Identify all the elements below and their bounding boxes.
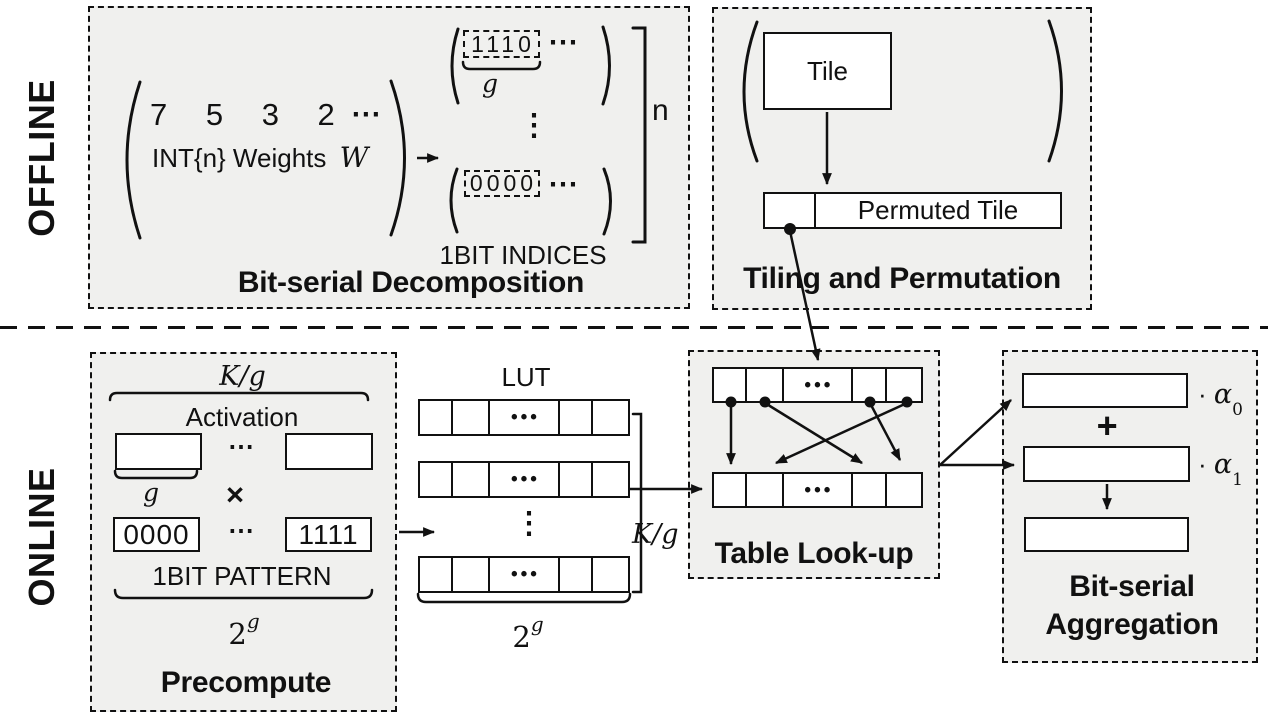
lookup-cell [747, 369, 784, 401]
decomposition-title: Bit-serial Decomposition [237, 266, 585, 299]
pow-exponent: g [246, 608, 260, 633]
lut-underbrace [416, 592, 632, 604]
lut-cell [453, 558, 490, 591]
alpha1-scale-label: · α1 [1198, 449, 1243, 490]
lookup-result-bar: ••• [712, 472, 923, 508]
partial-sum-bar-1 [1023, 446, 1190, 482]
multiply-icon: × [226, 477, 244, 512]
weight-matrix-values: 7 5 3 2 ⋯ [150, 97, 381, 133]
table-lookup-title: Table Look-up [714, 537, 914, 570]
alpha-subscript: 1 [1232, 470, 1243, 491]
bit-index-vector-bottom: 0000 [464, 170, 540, 197]
lookup-cell-ellipsis: ••• [784, 474, 854, 506]
pow-base: 2 [512, 620, 531, 654]
cell-dots-icon: ••• [510, 407, 540, 428]
two-pow-g-label-precompute: 2g [214, 609, 274, 651]
lut-cell-ellipsis: ••• [490, 558, 560, 591]
region-bit-serial-decomposition [88, 6, 690, 309]
aggregated-output-bar [1024, 517, 1189, 552]
cell-dots-icon: ••• [510, 469, 540, 490]
arrow-to-alpha0 [939, 399, 1012, 466]
weight-matrix-caption: INT{n} Weights W [152, 141, 368, 174]
tiling-title: Tiling and Permutation [743, 262, 1061, 295]
precompute-title: Precompute [160, 666, 332, 699]
weights-ellipsis-icon: ⋯ [350, 98, 381, 131]
vector-bottom-ellipsis-icon: ⋯ [548, 168, 578, 201]
vector-vertical-ellipsis-icon: ⋮ [519, 109, 549, 142]
lut-cell [560, 401, 594, 434]
lookup-source-bar: ••• [712, 367, 923, 403]
dot-operator: · [1198, 379, 1207, 409]
pow-exponent: g [530, 611, 544, 636]
lut-cell [560, 558, 594, 591]
aggregation-title-line2: Aggregation [1045, 608, 1219, 641]
lut-vertical-ellipsis-icon: ⋮ [514, 507, 544, 540]
lut-row-1: ••• [418, 399, 630, 436]
activation-label: Activation [185, 402, 299, 432]
lut-cell [560, 463, 594, 496]
lut-cell [453, 401, 490, 434]
lookup-cell [714, 474, 748, 506]
pattern-ellipsis-icon: ⋯ [228, 515, 254, 545]
activation-ellipsis-icon: ⋯ [228, 431, 254, 461]
weights-variable: W [339, 141, 369, 174]
partial-sum-bar-0 [1022, 373, 1188, 408]
activation-segment-left [115, 433, 202, 470]
two-pow-g-label-lut: 2g [498, 612, 558, 654]
activation-segment-right [285, 433, 373, 470]
lut-row-2: ••• [418, 461, 630, 498]
plus-icon: + [1096, 405, 1118, 446]
bit-index-vector-top: 1110 [463, 30, 540, 58]
dot-operator: · [1198, 449, 1207, 479]
pattern-box-low: 0000 [113, 517, 200, 552]
one-bit-indices-label: 1BIT INDICES [439, 240, 607, 270]
lut-row-last: ••• [418, 556, 630, 593]
lut-cell [593, 401, 628, 434]
cell-dots-icon: ••• [804, 479, 834, 501]
lookup-cell [853, 474, 887, 506]
vector-top-ellipsis-icon: ⋯ [548, 26, 578, 59]
lut-cell [420, 463, 454, 496]
permuted-tile-head-cell [765, 194, 816, 227]
lookup-cell [887, 474, 921, 506]
online-section-label: ONLINE [21, 467, 62, 607]
n-bits-label: n [652, 94, 669, 127]
permuted-tile-bar: Permuted Tile [763, 192, 1062, 229]
lookup-cell-ellipsis: ••• [784, 369, 854, 401]
kg-rows-label: K/g [632, 519, 679, 550]
alpha0-scale-label: · α0 [1198, 379, 1243, 420]
lookup-cell [853, 369, 887, 401]
pattern-box-high: 1111 [285, 517, 372, 552]
lookup-cell [887, 369, 921, 401]
lut-cell [593, 558, 628, 591]
offline-online-divider [0, 326, 1268, 330]
lut-cell [420, 401, 454, 434]
lookup-cell [714, 369, 748, 401]
alpha-symbol: α [1213, 379, 1233, 410]
lut-cell [593, 463, 628, 496]
lut-cell-ellipsis: ••• [490, 401, 560, 434]
lut-cell [453, 463, 490, 496]
kg-width-label: K/g [219, 361, 266, 392]
lut-rows-bracket [631, 412, 643, 594]
aggregation-title-line1: Bit-serial [1069, 570, 1195, 603]
alpha-symbol: α [1213, 449, 1233, 480]
weight-digits: 7 5 3 2 [150, 97, 335, 132]
one-bit-pattern-label: 1BIT PATTERN [152, 561, 332, 591]
group-size-label-precompute: g [142, 478, 159, 507]
lut-title: LUT [501, 362, 551, 392]
weights-caption-text: INT{n} Weights [152, 143, 327, 173]
tile-box: Tile [763, 32, 892, 110]
lut-cell-ellipsis: ••• [490, 463, 560, 496]
lookup-cell [747, 474, 784, 506]
cell-dots-icon: ••• [510, 564, 540, 585]
pow-base: 2 [228, 617, 247, 651]
offline-section-label: OFFLINE [21, 79, 62, 237]
group-size-label-top: g [481, 69, 498, 98]
lut-cell [420, 558, 454, 591]
permuted-tile-label: Permuted Tile [857, 195, 1019, 225]
cell-dots-icon: ••• [804, 374, 834, 396]
alpha-subscript: 0 [1232, 400, 1243, 421]
